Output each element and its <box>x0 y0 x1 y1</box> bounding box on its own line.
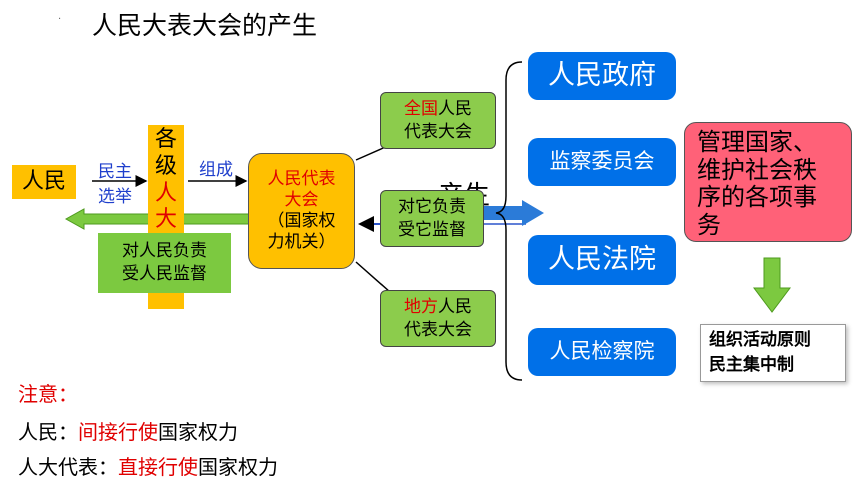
produce-arrow <box>484 200 544 226</box>
management-box: 管理国家、 维护社会秩 序的各项事 务 <box>684 122 852 242</box>
deputies-char: 各 <box>154 127 177 152</box>
national-npc-box: 全国人民 代表大会 <box>380 92 496 149</box>
decor-dot: · <box>58 14 62 25</box>
responsible-to-it-box: 对它负责 受它监督 <box>380 190 484 247</box>
deputies-char: 人 <box>154 180 177 206</box>
election-label-1: 民主 <box>98 162 132 182</box>
npc-box: 人民代表 大会 （国家权 力机关） <box>248 153 355 269</box>
court-box: 人民法院 <box>528 235 676 285</box>
organs-bracket <box>495 61 523 381</box>
government-box: 人民政府 <box>528 52 676 100</box>
down-arrow <box>753 257 791 313</box>
deputies-char: 大 <box>154 207 177 233</box>
note-deputies: 人大代表：直接行使国家权力 <box>18 455 278 479</box>
notice-label: 注意： <box>18 382 78 406</box>
local-npc-box: 地方人民 代表大会 <box>380 290 496 347</box>
deputies-char: 级 <box>154 153 177 179</box>
supervision-box: 监察委员会 <box>528 138 676 186</box>
note-people: 人民：间接行使国家权力 <box>18 420 238 444</box>
principle-box: 组织活动原则 民主集中制 <box>700 324 846 382</box>
page-title: 人民大表大会的产生 <box>92 11 318 40</box>
election-label-2: 选举 <box>98 187 132 207</box>
branch-line-local <box>355 261 391 293</box>
procuratorate-box: 人民检察院 <box>528 328 676 376</box>
people-box: 人民 <box>12 165 76 199</box>
back-to-people-label: 对人民负责 受人民监督 <box>98 233 231 293</box>
compose-label: 组成 <box>199 160 233 180</box>
